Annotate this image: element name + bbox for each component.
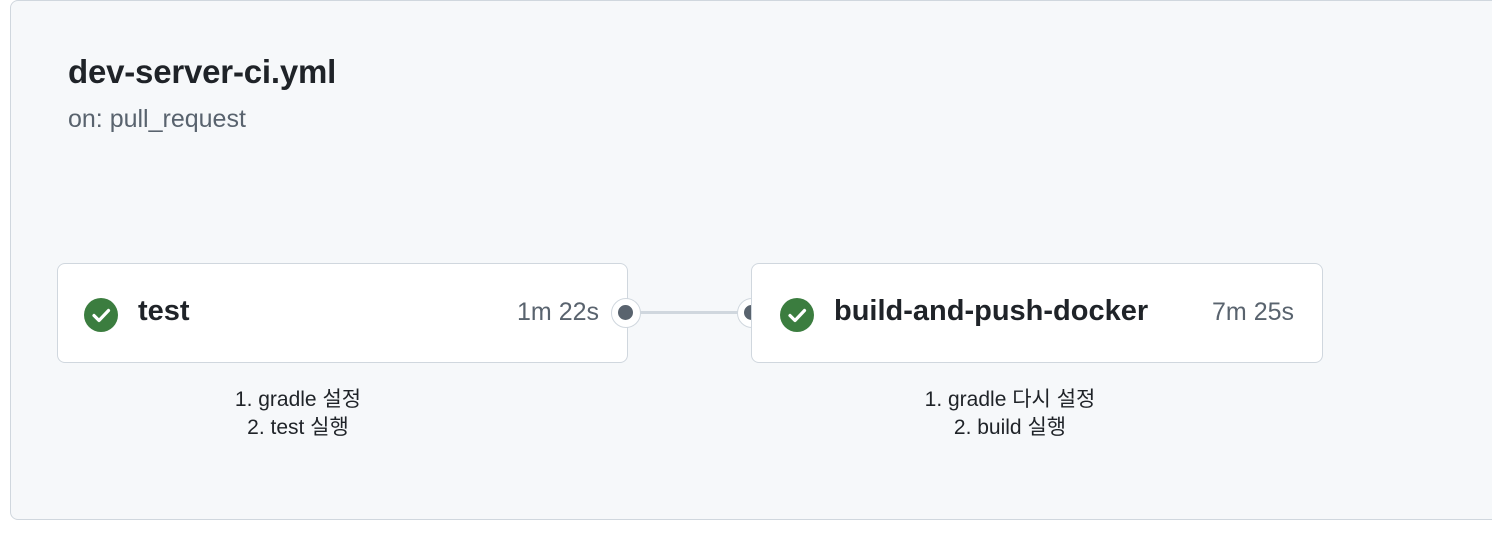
job-output-node (611, 298, 641, 328)
workflow-graph-panel: dev-server-ci.yml on: pull_request (10, 0, 1492, 520)
job-duration: 1m 22s (517, 298, 599, 326)
note-line: 2. build 실행 (953, 416, 1067, 439)
check-circle-icon (780, 298, 814, 332)
workflow-title: dev-server-ci.yml (68, 53, 337, 90)
job-duration: 7m 25s (1212, 298, 1294, 326)
job-notes-test: 1. gradle 설정 2. test 실행 (198, 386, 398, 442)
workflow-trigger: on: pull_request (68, 105, 246, 133)
job-card-test[interactable]: test 1m 22s (57, 263, 628, 363)
job-connector-line (640, 311, 740, 314)
job-name: build-and-push-docker (834, 295, 1149, 327)
job-name: test (138, 295, 190, 327)
note-line: 1. gradle 다시 설정 (924, 388, 1096, 411)
job-card-build-and-push-docker[interactable]: build-and-push-docker 7m 25s (751, 263, 1323, 363)
note-line: 1. gradle 설정 (234, 388, 362, 411)
check-circle-icon (84, 298, 118, 332)
job-notes-build: 1. gradle 다시 설정 2. build 실행 (895, 386, 1125, 442)
note-line: 2. test 실행 (247, 416, 349, 439)
